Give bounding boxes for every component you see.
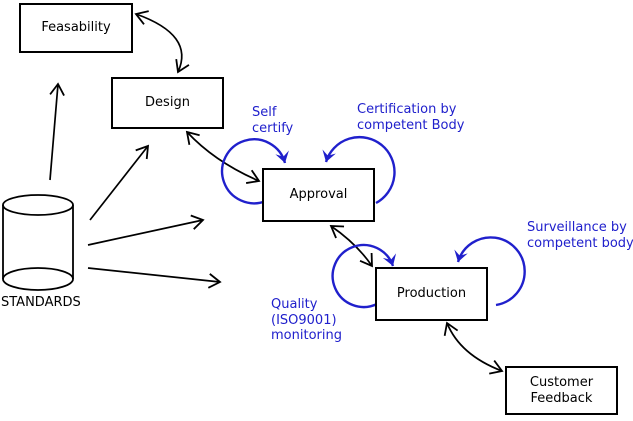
arrow-standards-to-feasability <box>49 82 65 181</box>
node-production-label: Production <box>396 286 467 301</box>
node-feasability-label: Feasability <box>41 20 111 35</box>
node-customer-feedback: Customer Feedback <box>505 366 618 415</box>
arrow-standards-to-design <box>89 144 150 221</box>
annotation-self-certify: Self certify <box>252 105 294 136</box>
node-approval-label: Approval <box>289 187 348 202</box>
arrow-design-approval <box>185 130 261 184</box>
loop-quality-monitoring <box>331 243 397 309</box>
annotation-certification: Certification by competent Body <box>357 102 465 133</box>
loop-self-certify <box>220 138 289 205</box>
node-approval: Approval <box>262 168 375 222</box>
arrow-standards-to-approval <box>87 214 205 246</box>
loop-certification <box>322 135 396 205</box>
node-design: Design <box>111 77 224 129</box>
arrow-feasability-design <box>134 10 190 74</box>
arrow-approval-production <box>329 225 373 268</box>
node-design-label: Design <box>145 95 190 110</box>
node-production: Production <box>375 267 488 321</box>
arrow-production-customer-feedback <box>443 321 504 375</box>
loop-surveillance <box>454 236 526 307</box>
standards-cylinder <box>2 194 74 291</box>
annotation-quality-monitoring: Quality (ISO9001) monitoring <box>271 297 342 343</box>
arrow-standards-to-production <box>87 267 222 289</box>
node-feasability: Feasability <box>19 3 133 53</box>
standards-label: STANDARDS <box>1 295 81 310</box>
node-customer-feedback-label: Customer Feedback <box>529 374 594 406</box>
annotation-surveillance: Surveillance by competent body <box>527 220 633 251</box>
